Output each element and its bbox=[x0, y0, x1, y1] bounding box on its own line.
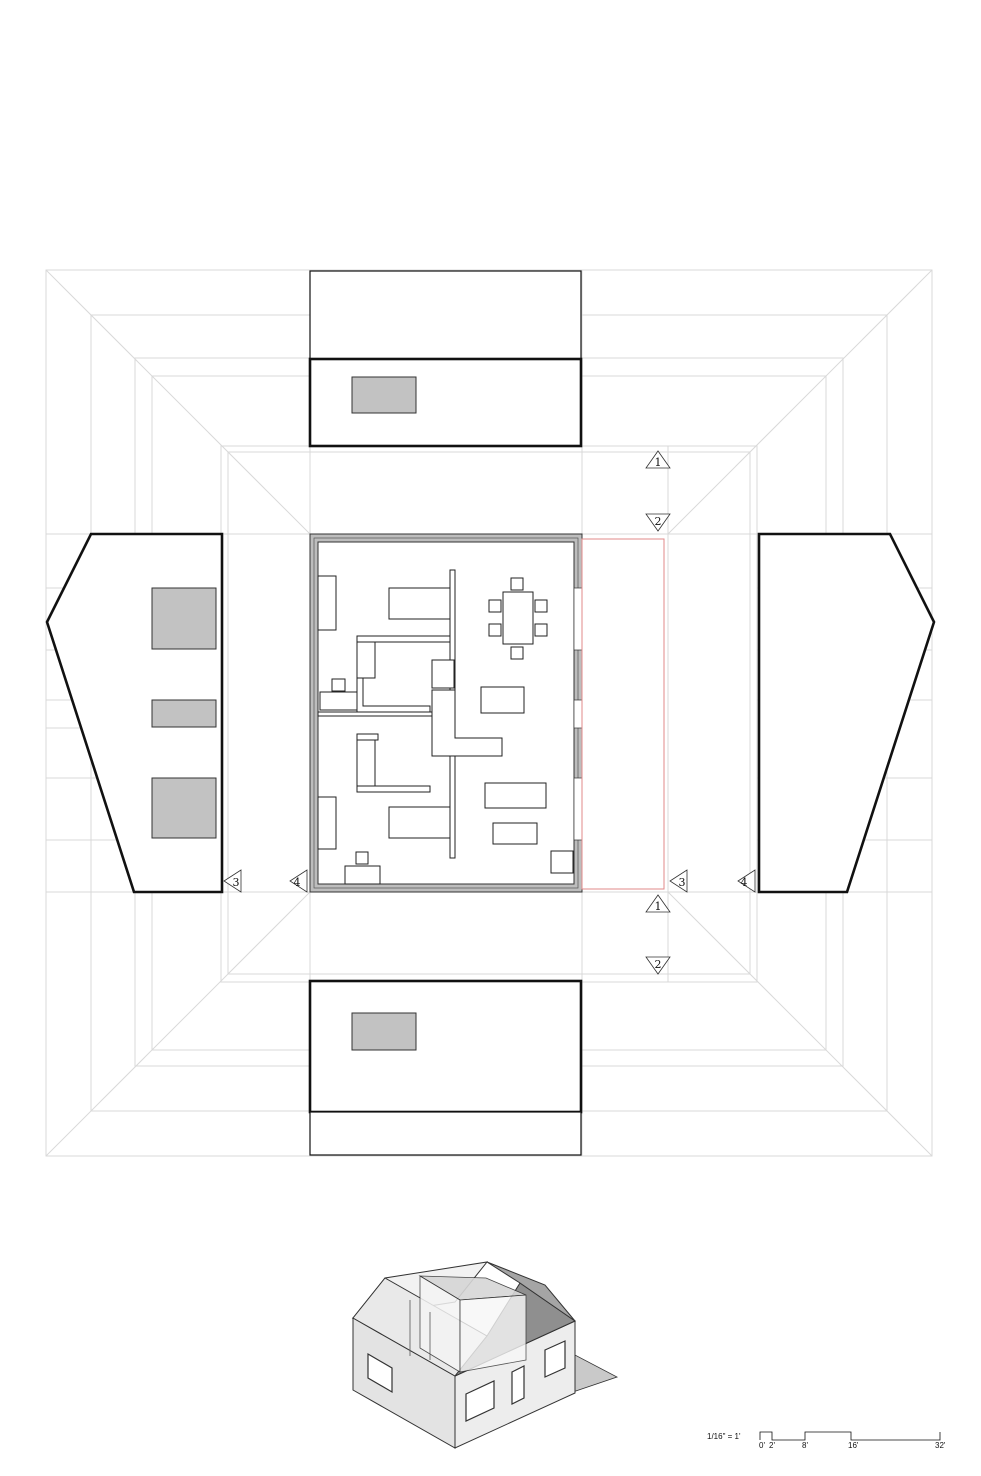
elevation-west bbox=[45, 532, 224, 894]
scale-bar: 1/16" = 1' 0' 2' 8' 16' 32' bbox=[707, 1431, 946, 1450]
marker-4-right: 4 bbox=[737, 869, 756, 893]
window-north bbox=[351, 376, 417, 414]
desk-chair-2 bbox=[355, 851, 369, 865]
desk-1 bbox=[319, 691, 358, 711]
elevation-south bbox=[308, 979, 583, 1156]
marker-1-top: 1 bbox=[645, 450, 671, 469]
window-west-2 bbox=[151, 699, 217, 728]
axonometric-view bbox=[351, 1261, 619, 1449]
scale-tick-32: 32' bbox=[935, 1441, 946, 1450]
svg-text:1: 1 bbox=[655, 456, 662, 469]
elevation-east bbox=[757, 532, 936, 894]
window-west-3 bbox=[151, 777, 217, 839]
bench bbox=[492, 822, 538, 845]
elevation-north bbox=[308, 270, 583, 448]
section-markers: 1 2 3 4 3 4 1 bbox=[223, 450, 756, 975]
marker-3-right: 3 bbox=[669, 869, 688, 893]
coffee-table bbox=[480, 686, 525, 714]
window-west-1 bbox=[151, 587, 217, 650]
scale-tick-16: 16' bbox=[848, 1441, 859, 1450]
svg-text:3: 3 bbox=[679, 876, 686, 889]
marker-2-top: 2 bbox=[645, 513, 671, 532]
bed-1 bbox=[388, 587, 451, 620]
section-cut-line bbox=[581, 538, 665, 890]
marker-4-left: 4 bbox=[289, 869, 308, 893]
sofa bbox=[484, 782, 547, 809]
desk-chair-1 bbox=[331, 678, 346, 692]
svg-text:3: 3 bbox=[233, 876, 240, 889]
side-cabinet bbox=[550, 850, 574, 874]
marker-2-bottom: 2 bbox=[645, 956, 671, 975]
svg-text:2: 2 bbox=[655, 515, 662, 528]
bed-2 bbox=[388, 806, 451, 839]
svg-text:2: 2 bbox=[655, 958, 662, 971]
window-south bbox=[351, 1012, 417, 1051]
scale-ratio: 1/16" = 1' bbox=[707, 1432, 741, 1441]
desk-2 bbox=[344, 865, 381, 885]
marker-3-left: 3 bbox=[223, 869, 242, 893]
marker-1-bottom: 1 bbox=[645, 894, 671, 913]
dining-table bbox=[502, 591, 534, 645]
svg-text:4: 4 bbox=[294, 876, 301, 889]
floor-plan bbox=[309, 533, 665, 893]
wardrobe-1 bbox=[317, 575, 337, 631]
svg-text:1: 1 bbox=[655, 900, 662, 913]
scale-tick-0: 0' bbox=[759, 1441, 765, 1450]
scale-tick-8: 8' bbox=[802, 1441, 808, 1450]
scale-tick-2: 2' bbox=[769, 1441, 775, 1450]
wardrobe-2 bbox=[317, 796, 337, 850]
svg-text:4: 4 bbox=[741, 876, 748, 889]
